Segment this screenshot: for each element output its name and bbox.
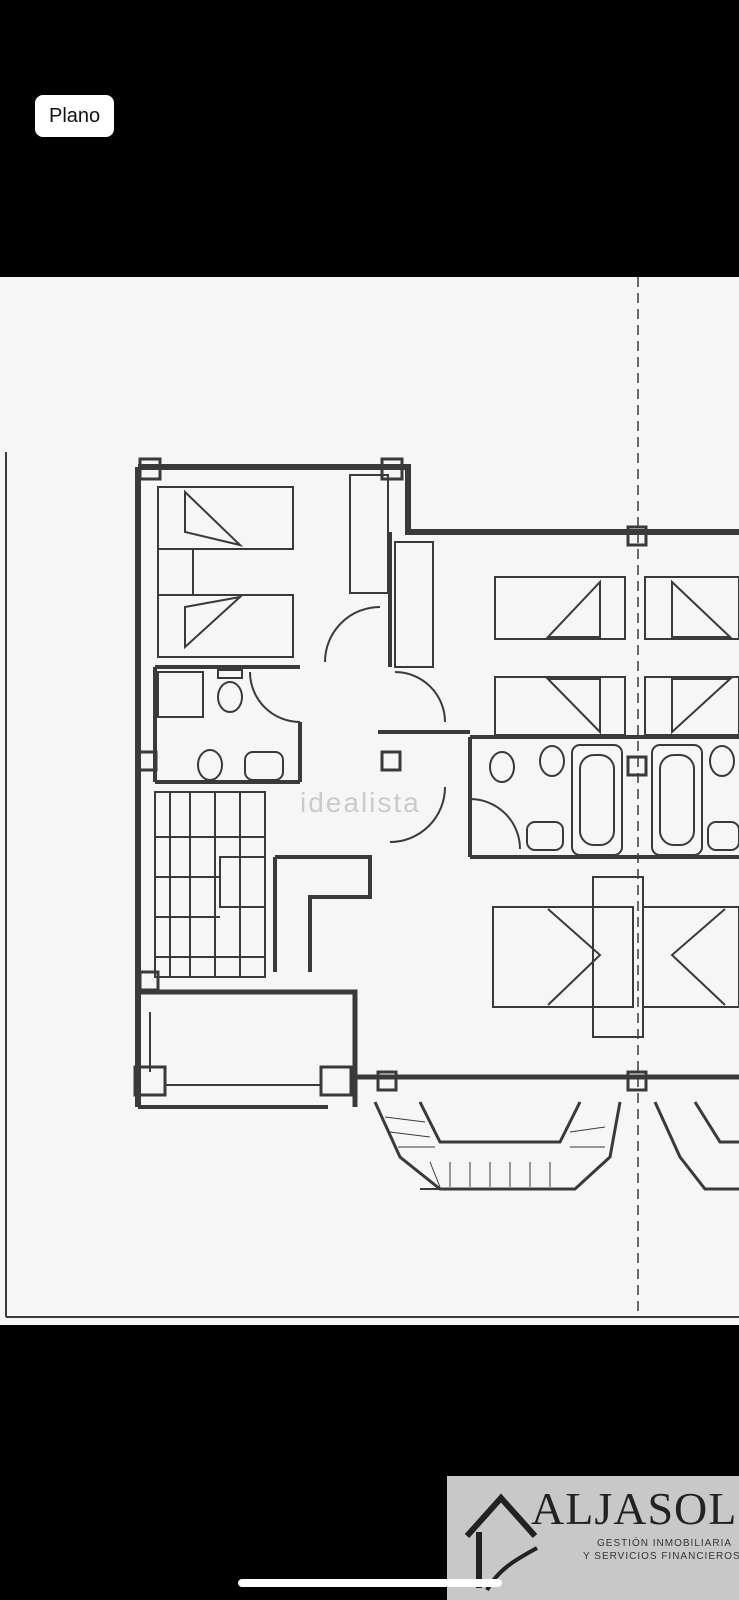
watermark-text: idealista <box>300 787 421 818</box>
brand-tagline-2: Y SERVICIOS FINANCIEROS <box>583 1551 739 1562</box>
home-indicator[interactable] <box>238 1579 502 1587</box>
floor-plan: idealista <box>0 277 739 1325</box>
brand-tagline-1: GESTIÓN INMOBILIARIA <box>597 1538 733 1549</box>
brand-name: ALJASOL <box>531 1483 738 1534</box>
floor-plan-drawing <box>5 277 739 1318</box>
plan-tag[interactable]: Plano <box>35 95 115 137</box>
